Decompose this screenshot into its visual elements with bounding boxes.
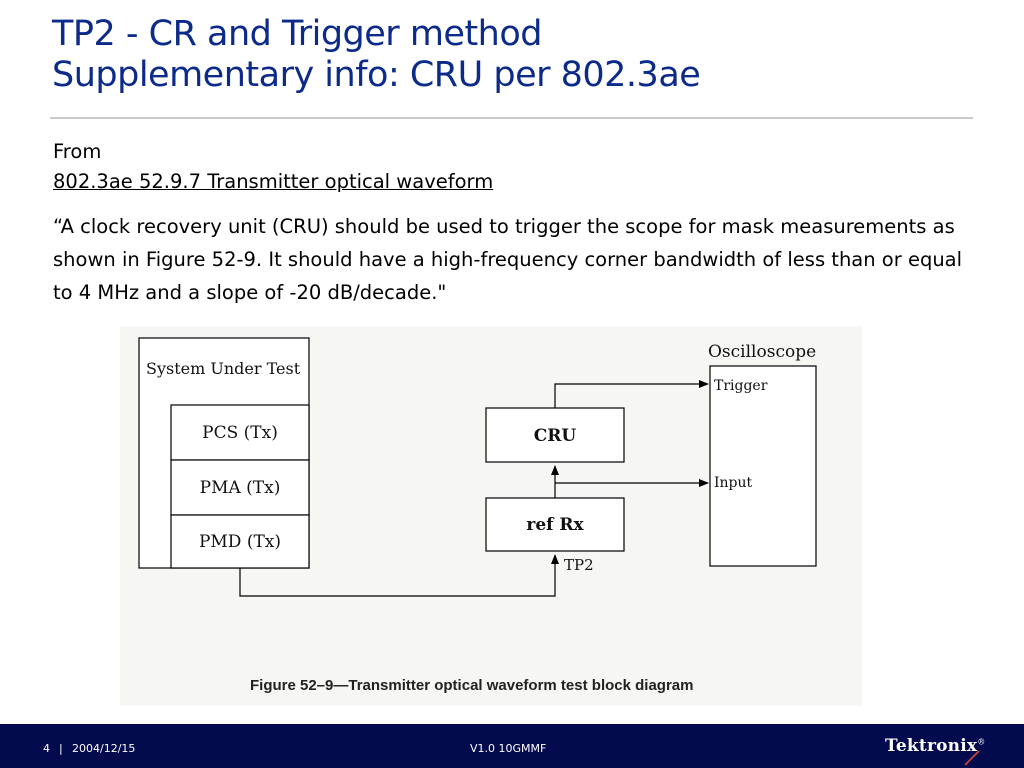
pmd-label: PMD (Tx) [199, 532, 281, 552]
ref-rx-label: ref Rx [526, 515, 584, 535]
logo-text: Tektronix [885, 736, 978, 756]
oscilloscope-label: Oscilloscope [708, 342, 816, 362]
ref-rx-box [485, 497, 625, 552]
pmd-box [170, 514, 310, 569]
pma-label: PMA (Tx) [200, 478, 281, 498]
cru-to-trigger-arrow [554, 380, 709, 408]
footer-date: 2004/12/15 [72, 742, 136, 755]
title-divider [50, 117, 973, 119]
system-under-test-label: System Under Test [146, 359, 301, 378]
cru-box [485, 407, 625, 463]
quote-text: “A clock recovery unit (CRU) should be u… [53, 215, 963, 304]
tektronix-logo: Tektronix® [885, 736, 985, 756]
footer-separator: | [59, 742, 63, 755]
trigger-label: Trigger [714, 378, 768, 394]
pcs-box [170, 404, 310, 461]
footer-bar: 4 | 2004/12/15 V1.0 10GMMF Tektronix® [0, 724, 1024, 768]
logo-slash-icon [964, 750, 980, 766]
source-link[interactable]: 802.3ae 52.9.7 Transmitter optical wavef… [53, 170, 494, 193]
from-label: From [53, 140, 102, 163]
block-diagram: System Under Test PCS (Tx) PMA (Tx) PMD … [138, 337, 817, 694]
slide-title: TP2 - CR and Trigger method Supplementar… [52, 14, 992, 96]
pma-box [170, 459, 310, 516]
block-diagram-figure: System Under Test PCS (Tx) PMA (Tx) PMD … [120, 326, 862, 706]
pmd-to-tp2-line [239, 554, 559, 597]
title-line-1: TP2 - CR and Trigger method [52, 14, 542, 54]
tp2-label: TP2 [564, 556, 594, 574]
footer-version: V1.0 10GMMF [470, 742, 547, 755]
input-label: Input [714, 475, 753, 491]
pcs-label: PCS (Tx) [202, 423, 278, 443]
registered-mark: ® [977, 737, 986, 747]
page-number: 4 [43, 742, 50, 755]
title-line-2: Supplementary info: CRU per 802.3ae [52, 55, 701, 95]
figure-caption: Figure 52–9—Transmitter optical waveform… [250, 677, 693, 694]
oscilloscope-box [709, 365, 817, 567]
cru-label: CRU [534, 426, 577, 446]
